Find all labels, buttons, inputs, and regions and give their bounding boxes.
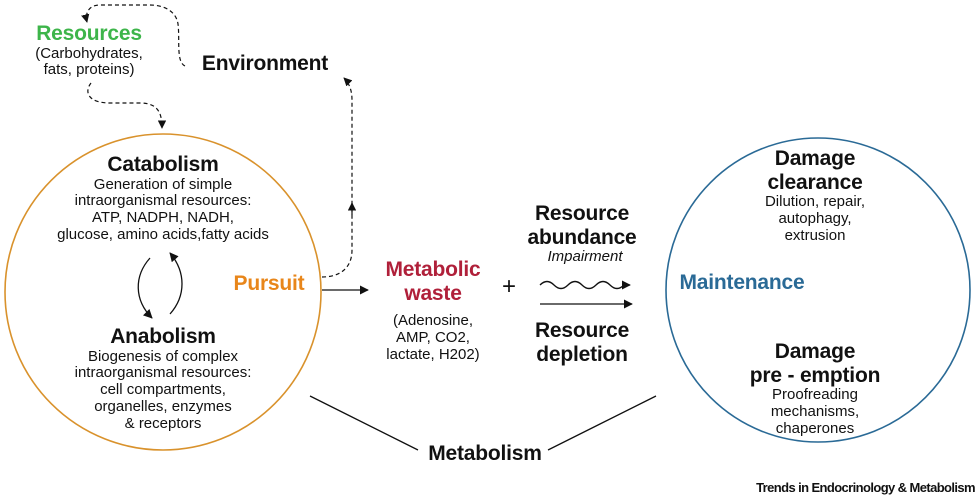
damage-clearance-block: Damage clearance Dilution, repair, autop… [740,147,890,244]
resource-abundance-label: Resource abundance [512,202,652,249]
resource-depletion-label: Resource depletion [512,319,652,366]
resource-abundance-line: abundance [527,225,637,249]
anabolism-title: Anabolism [110,325,216,348]
resources-block: Resources (Carbohydrates, fats, proteins… [24,22,154,79]
metabolic-waste-detail-line: lactate, H202) [386,345,480,363]
metabolic-waste-detail-line: (Adenosine, [392,312,474,330]
left-circle [4,133,322,451]
damage-preemption-block: Damage pre - emption Proofreading mechan… [740,340,890,437]
environment-label: Environment [201,52,329,75]
catabolism-detail-line: glucose, amino acids,fatty acids [57,225,269,243]
damage-preemption-title: Damage pre - emption [740,340,890,387]
resource-abundance-line: Resource [534,202,630,225]
plus-sign: + [501,273,516,300]
pursuit-label: Pursuit [233,272,305,295]
damage-preemption-detail-line: mechanisms, [770,402,860,420]
resources-detail: (Carbohydrates, fats, proteins) [24,44,154,80]
catabolism-detail-line: Generation of simple [93,175,233,193]
metabolic-waste-detail: (Adenosine, AMP, CO2, lactate, H202) [368,312,498,363]
damage-preemption-detail-line: Proofreading [772,386,858,404]
catabolism-detail: Generation of simple intraorganismal res… [23,175,303,244]
wavy-impairment-arrow [539,280,631,290]
metabolic-waste-block: Metabolic waste (Adenosine, AMP, CO2, la… [368,258,498,363]
anabolism-detail: Biogenesis of complex intraorganismal re… [38,347,288,433]
anabolism-detail-line: organelles, enzymes [94,397,232,415]
catabolism-title: Catabolism [107,153,219,176]
dashed-arrow-resources-to-catabolism [87,82,167,129]
anabolism-block: Anabolism Biogenesis of complex intraorg… [38,325,288,433]
resource-depletion-line: depletion [536,342,628,366]
resource-depletion-line: Resource [534,319,630,342]
catabolism-block: Catabolism Generation of simple intraorg… [23,153,303,244]
resources-title: Resources [36,22,142,45]
damage-clearance-title-line: Damage [774,147,856,170]
journal-credit: Trends in Endocrinology & Metabolism [756,480,976,495]
anabolism-detail-line: intraorganismal resources: [74,364,252,382]
metabolic-waste-title: Metabolic waste [368,258,498,305]
anabolism-detail-line: cell compartments, [100,381,226,399]
damage-clearance-title-line: clearance [767,170,863,194]
resources-detail-line: (Carbohydrates, [35,44,143,62]
catabolism-detail-line: intraorganismal resources: [74,192,252,210]
maintenance-label: Maintenance [679,271,805,294]
impairment-label: Impairment [547,248,623,265]
metabolic-waste-title-line: waste [404,281,462,305]
damage-clearance-detail: Dilution, repair, autophagy, extrusion [740,193,890,244]
catabolism-detail-line: ATP, NADPH, NADH, [92,209,234,227]
damage-clearance-title: Damage clearance [740,147,890,194]
metabolism-line-right [547,395,657,451]
dashed-arrow-environment-to-resources [81,4,186,67]
damage-preemption-title-line: Damage [774,340,856,363]
cycle-arrow-down [137,257,153,319]
damage-clearance-detail-line: Dilution, repair, [764,193,866,211]
metabolic-waste-title-line: Metabolic [385,258,481,281]
right-circle [665,137,971,443]
damage-preemption-detail: Proofreading mechanisms, chaperones [740,386,890,437]
cycle-arrow-up [169,252,183,315]
resources-detail-line: fats, proteins) [43,61,135,79]
anabolism-detail-line: & receptors [124,414,202,432]
metabolic-waste-detail-line: AMP, CO2, [396,328,470,346]
damage-preemption-title-line: pre - emption [749,363,881,387]
dashed-arrow-pursuit-to-environment [321,77,353,278]
anabolism-detail-line: Biogenesis of complex [87,347,239,365]
damage-clearance-detail-line: autophagy, [778,209,852,227]
damage-preemption-detail-line: chaperones [775,419,855,437]
metabolism-label: Metabolism [428,442,542,465]
damage-clearance-detail-line: extrusion [784,226,846,244]
metabolism-line-left [309,395,419,451]
